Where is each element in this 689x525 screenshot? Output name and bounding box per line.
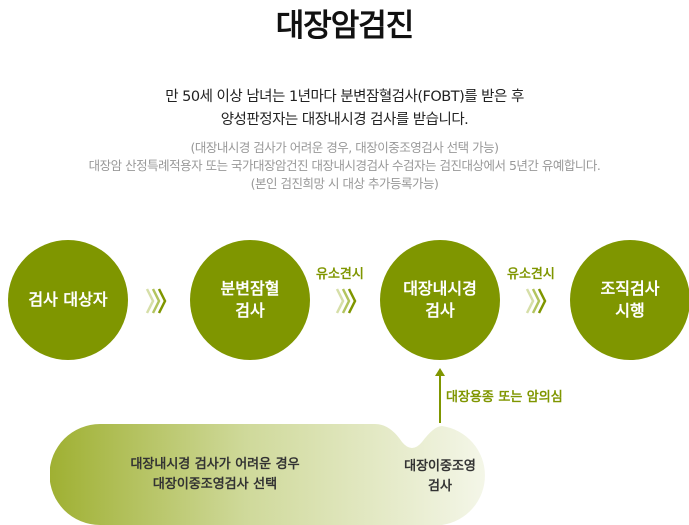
step-colonoscopy: 대장내시경 검사 [380,240,500,360]
lead-line: 양성판정자는 대장내시경 검사를 받습니다. [220,112,469,128]
suspicion-label: 대장용종 또는 암의심 [446,390,563,405]
up-arrow-icon [435,368,445,423]
alternative-exam: 대장이중조영 검사 [404,459,476,494]
chevron-right-icon [145,288,167,314]
chevron-right-icon [335,288,357,314]
chevron-right-icon [525,288,547,314]
alternative-condition: 대장내시경 검사가 어려운 경우 대장이중조영검사 선택 [130,457,300,492]
arrow-label: 유소견시 [316,267,364,282]
arrow-label: 유소견시 [507,267,555,282]
page-title: 대장암검진 [275,8,415,44]
lead-text: 만 50세 이상 남녀는 1년마다 분변잠혈검사(FOBT)를 받은 후 양성판… [0,86,689,132]
note-text: (대장내시경 검사가 어려운 경우, 대장이중조영검사 선택 가능) 대장암 산… [0,139,689,193]
lead-line: 만 50세 이상 남녀는 1년마다 분변잠혈검사(FOBT)를 받은 후 [165,89,524,105]
step-biopsy: 조직검사 시행 [570,240,689,360]
step-target: 검사 대상자 [8,240,128,360]
alternative-blob [50,424,485,525]
note-line: (대장내시경 검사가 어려운 경우, 대장이중조영검사 선택 가능) [190,140,499,155]
note-line: (본인 검진희망 시 대상 추가등록가능) [250,176,439,191]
step-fobt: 분변잠혈 검사 [190,240,310,360]
note-line: 대장암 산정특례적용자 또는 국가대장암건진 대장내시경검사 수검자는 검진대상… [88,158,601,173]
